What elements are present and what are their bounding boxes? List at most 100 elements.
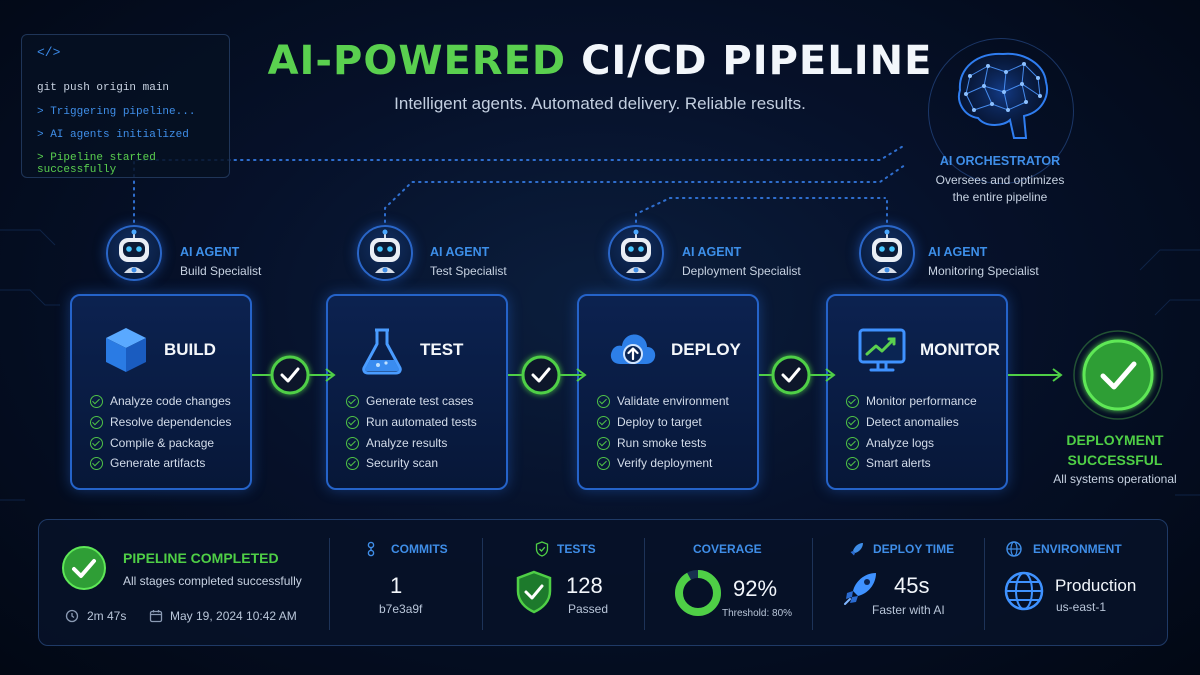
coverage-donut xyxy=(675,570,721,616)
globe-icon xyxy=(1004,571,1044,611)
metric-label: DEPLOY TIME xyxy=(873,542,955,556)
stage-card-test[interactable]: TEST Generate test cases Run automated t… xyxy=(326,294,508,490)
summary-sub: All stages completed successfully xyxy=(123,574,302,588)
check-icon xyxy=(346,437,359,450)
task-item: Compile & package xyxy=(90,436,214,450)
brain-icon xyxy=(958,52,1048,139)
check-icon xyxy=(846,437,859,450)
check-icon xyxy=(597,395,610,408)
orchestrator-desc: the entire pipeline xyxy=(952,190,1048,204)
metric-label: ENVIRONMENT xyxy=(1033,542,1122,556)
task-item: Run automated tests xyxy=(346,415,477,429)
duration: 2m 47s xyxy=(87,609,127,623)
terminal-line: > AI agents initialized xyxy=(37,129,189,141)
agent-title: AI AGENT xyxy=(430,245,490,259)
cloud-upload-icon xyxy=(610,334,656,364)
metric-label: TESTS xyxy=(557,542,596,556)
metric-label: COVERAGE xyxy=(693,542,762,556)
page-title: AI-POWERED CI/CD PIPELINE xyxy=(0,38,1200,84)
divider xyxy=(812,538,813,630)
task-item: Deploy to target xyxy=(597,415,702,429)
check-icon xyxy=(346,457,359,470)
robot-face xyxy=(872,229,902,273)
coverage-value: 92% xyxy=(733,576,778,601)
check-icon xyxy=(846,457,859,470)
agent-title: AI AGENT xyxy=(180,245,240,259)
stage-title: MONITOR xyxy=(920,340,1000,359)
coverage-arc xyxy=(675,570,721,616)
robot-face xyxy=(370,229,400,273)
task-item: Validate environment xyxy=(597,394,729,408)
check-circle-icon xyxy=(521,355,561,395)
stage-card-monitor[interactable]: MONITOR Monitor performance Detect anoma… xyxy=(826,294,1008,490)
summary-panel: PIPELINE COMPLETED All stages completed … xyxy=(38,519,1168,646)
check-circle-icon xyxy=(771,355,811,395)
robot-face xyxy=(621,229,651,273)
rocket-small-icon xyxy=(850,543,863,556)
success-check-icon xyxy=(1073,330,1163,420)
commit-hash: b7e3a9f xyxy=(379,602,423,616)
orchestrator-desc: Oversees and optimizes xyxy=(935,173,1065,187)
timestamp: May 19, 2024 10:42 AM xyxy=(170,609,297,623)
commits-value: 1 xyxy=(390,573,403,598)
connector-build-test xyxy=(252,355,336,395)
agent-title: AI AGENT xyxy=(682,245,742,259)
link-test xyxy=(384,164,906,223)
title-main: CI/CD PIPELINE xyxy=(581,38,933,84)
stage-card-build[interactable]: BUILD Analyze code changes Resolve depen… xyxy=(70,294,252,490)
agent-title: AI AGENT xyxy=(928,245,988,259)
check-icon xyxy=(846,395,859,408)
task-item: Resolve dependencies xyxy=(90,415,231,429)
task-item: Verify deployment xyxy=(597,456,712,470)
calendar-icon xyxy=(149,610,163,623)
link-build xyxy=(133,144,906,223)
clock-icon xyxy=(65,609,79,623)
connector-monitor-success xyxy=(1008,368,1063,382)
agent-role: Monitoring Specialist xyxy=(928,264,1039,278)
connector-deploy-monitor xyxy=(759,355,836,395)
completed-check-icon xyxy=(62,546,106,590)
agent-role: Test Specialist xyxy=(430,264,507,278)
task-item: Generate test cases xyxy=(346,394,473,408)
title-highlight: AI-POWERED xyxy=(267,38,567,84)
check-icon xyxy=(346,416,359,429)
shield-check-icon xyxy=(516,570,552,614)
check-icon xyxy=(90,437,103,450)
terminal-line: > Pipeline started successfully xyxy=(37,152,156,176)
tests-value: 128 xyxy=(566,573,603,598)
divider xyxy=(482,538,483,630)
stage-card-deploy[interactable]: DEPLOY Validate environment Deploy to ta… xyxy=(577,294,759,490)
shield-small-icon xyxy=(535,541,549,557)
task-item: Generate artifacts xyxy=(90,456,205,470)
rocket-icon xyxy=(844,573,876,605)
divider xyxy=(329,538,330,630)
terminal-line: git push origin main xyxy=(37,82,170,94)
task-item: Smart alerts xyxy=(846,456,931,470)
task-item: Analyze code changes xyxy=(90,394,231,408)
check-icon xyxy=(846,416,859,429)
check-icon xyxy=(346,395,359,408)
terminal-panel: </> git push origin main > Triggering pi… xyxy=(21,34,230,178)
terminal-line: > Triggering pipeline... xyxy=(37,106,196,118)
stage-title: TEST xyxy=(420,340,464,359)
robot-face xyxy=(119,229,149,273)
task-item: Detect anomalies xyxy=(846,415,959,429)
tests-status: Passed xyxy=(568,602,609,616)
flask-icon xyxy=(362,328,402,375)
stage-title: DEPLOY xyxy=(671,340,741,359)
orchestrator-ring xyxy=(928,38,1074,184)
agent-role: Deployment Specialist xyxy=(682,264,801,278)
task-item: Security scan xyxy=(346,456,438,470)
commit-icon xyxy=(367,541,375,557)
check-icon xyxy=(90,416,103,429)
check-circle-icon xyxy=(270,355,310,395)
task-item: Run smoke tests xyxy=(597,436,706,450)
environment-region: us-east-1 xyxy=(1056,600,1107,614)
task-item: Analyze results xyxy=(346,436,447,450)
check-icon xyxy=(597,416,610,429)
cube-icon xyxy=(106,328,146,372)
task-item: Monitor performance xyxy=(846,394,977,408)
